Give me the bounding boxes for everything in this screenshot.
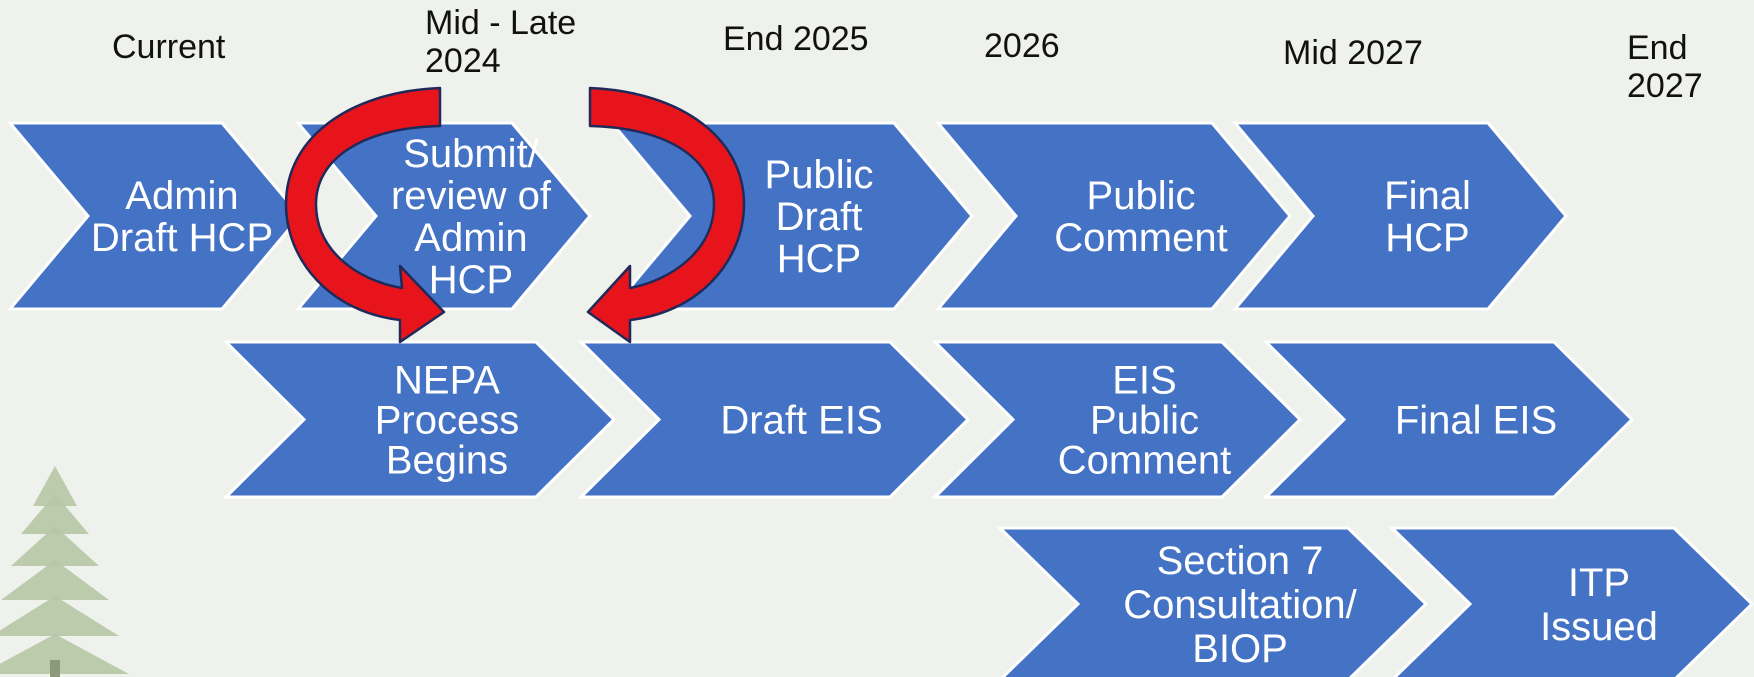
draft-eis-chevron: Draft EIS xyxy=(577,340,971,499)
chevron-label-line: Section 7 xyxy=(1157,539,1324,583)
chevron-label-line: Public xyxy=(765,153,874,197)
chevron-label-line: Admin xyxy=(125,174,238,218)
chevron-label-line: Final xyxy=(1384,174,1471,218)
timeline-label-end-2027: End 2027 xyxy=(1627,29,1703,105)
chevron-label-line: Admin xyxy=(414,216,527,260)
chevron-shape xyxy=(931,340,1303,499)
timeline-label-end-2025: End 2025 xyxy=(723,20,869,58)
evergreen-tree-icon xyxy=(0,466,129,677)
chevron-label-line: HCP xyxy=(777,237,861,281)
timeline-label-mid-late-2024: Mid - Late 2024 xyxy=(425,4,577,80)
chevron-label-line: Consultation/ xyxy=(1123,583,1357,627)
chevron-label-line: EIS xyxy=(1112,359,1176,403)
chevron-label-line: Issued xyxy=(1540,605,1658,649)
chevron-label-line: Public xyxy=(1087,174,1196,218)
chevron-shape xyxy=(6,121,302,311)
chevron-label-line: Comment xyxy=(1054,216,1227,260)
chevron-shape xyxy=(1262,340,1635,499)
chevron-shape xyxy=(934,121,1292,311)
timeline-label-mid-2027: Mid 2027 xyxy=(1283,34,1423,72)
chevron-label-line: Comment xyxy=(1058,439,1231,483)
curved-arrow-icon xyxy=(586,86,746,344)
chevron-label-line: ITP xyxy=(1568,561,1630,605)
chevron-label-line: Process xyxy=(375,399,520,443)
chevron-label-line: Final EIS xyxy=(1395,399,1557,443)
chevron-label-line: Draft HCP xyxy=(91,216,273,260)
chevron-label-line: HCP xyxy=(1385,216,1469,260)
chevron-shape xyxy=(996,526,1429,677)
final-eis-chevron: Final EIS xyxy=(1262,340,1635,499)
chevron-label-line: Public xyxy=(1090,399,1199,443)
chevron-shape xyxy=(294,121,592,311)
chevron-label-line: NEPA xyxy=(394,359,500,403)
chevron-label-line: Begins xyxy=(386,439,508,483)
chevron-label-line: Submit/ xyxy=(403,132,539,176)
chevron-shape xyxy=(1231,121,1568,311)
timeline-label-2026: 2026 xyxy=(984,27,1060,65)
chevron-shape xyxy=(222,340,617,499)
curved-arrow-icon xyxy=(284,86,446,344)
chevron-shape xyxy=(1388,526,1754,677)
chevron-label-line: review of xyxy=(391,174,552,218)
chevron-label-line: BIOP xyxy=(1192,627,1288,671)
chevron-label-line: HCP xyxy=(429,258,513,302)
chevron-shape xyxy=(577,340,971,499)
timeline-label-current: Current xyxy=(112,28,226,66)
chevron-label-line: Draft xyxy=(776,195,863,239)
chevron-label-line: Draft EIS xyxy=(720,399,882,443)
